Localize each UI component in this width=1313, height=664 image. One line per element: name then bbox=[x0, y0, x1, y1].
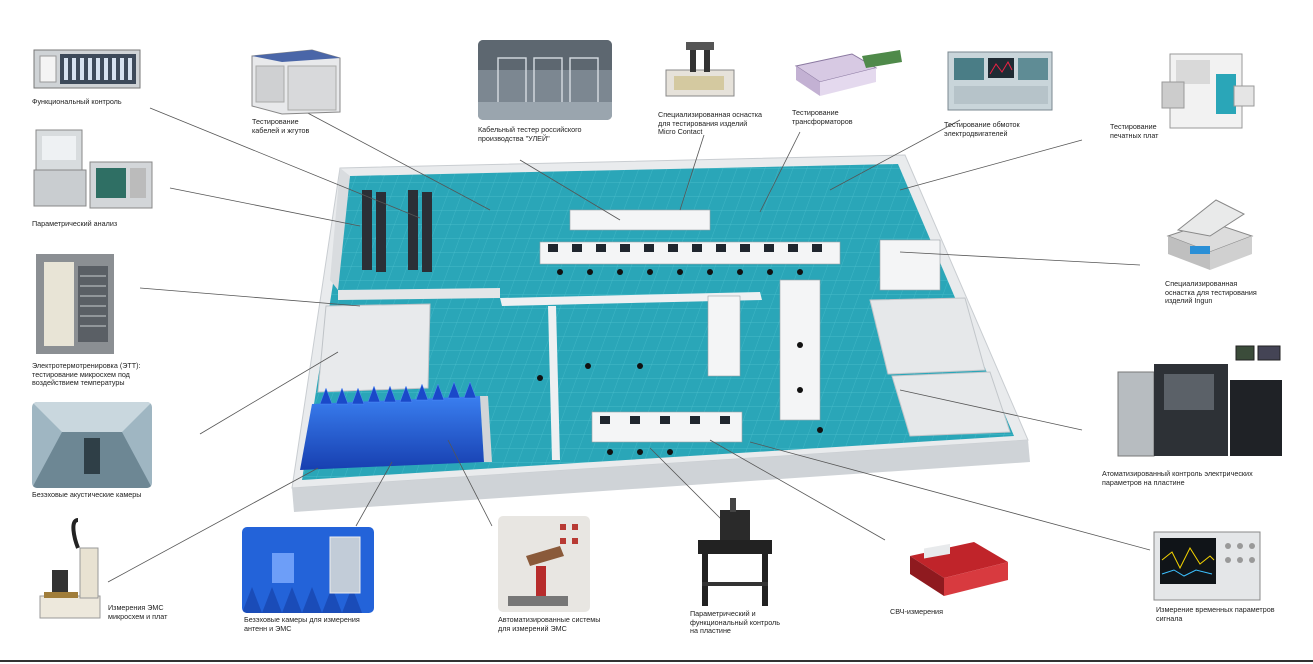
label-wafer-auto: Атоматизированный контроль электрических… bbox=[1102, 469, 1253, 487]
emc-chamber-wall bbox=[480, 396, 492, 462]
transformer-tester-icon bbox=[794, 50, 902, 96]
cable-tester-room-photo-icon bbox=[478, 40, 612, 120]
motor-winding-tester-icon bbox=[947, 51, 1053, 111]
label-emc-micro: Измерения ЭМС микросхем и плат bbox=[108, 603, 168, 621]
leader-lines bbox=[107, 107, 1151, 583]
acoustic-chamber-photo-icon bbox=[32, 402, 152, 488]
ett-chamber-icon bbox=[36, 254, 114, 354]
micro-contact-fixture-icon bbox=[665, 42, 735, 97]
top-left-room-wall bbox=[330, 168, 350, 290]
chairs bbox=[537, 269, 823, 455]
label-anechoic: Безэховые акустические камеры bbox=[32, 490, 142, 499]
label-emc-auto: Автоматизированные системы для измерений… bbox=[498, 615, 601, 633]
emc-chamber-floor bbox=[300, 396, 484, 470]
antenna-chamber-photo-icon bbox=[242, 527, 374, 613]
microwave-meter-icon bbox=[910, 542, 1008, 596]
wafer-auto-prober-icon bbox=[1117, 345, 1282, 457]
corridor-wall bbox=[338, 288, 500, 300]
label-microwave: СВЧ-измерения bbox=[890, 607, 943, 616]
wafer-probe-station-icon bbox=[698, 498, 772, 606]
label-func-control: Функциональный контроль bbox=[32, 97, 122, 106]
label-wafer-param: Параметрический и функциональный контрол… bbox=[690, 609, 780, 636]
oscilloscope-icon bbox=[1153, 531, 1261, 601]
label-timing: Измерение временных параметров сигнала bbox=[1156, 605, 1275, 623]
server-racks-left bbox=[362, 190, 432, 272]
func-control-instrument-icon bbox=[33, 49, 141, 89]
emc-auto-system-photo-icon bbox=[498, 516, 590, 612]
label-ett: Электротермотренировка (ЭТТ): тестирован… bbox=[32, 361, 141, 388]
partition-vertical bbox=[548, 306, 560, 460]
label-param-analysis: Параметрический анализ bbox=[32, 219, 118, 228]
chamber-absorbers bbox=[319, 381, 477, 405]
bottom-border bbox=[0, 660, 1313, 662]
label-cable-tester-ru: Кабельный тестер российского производств… bbox=[478, 125, 582, 143]
label-ingun: Специализированная оснастка для тестиров… bbox=[1165, 279, 1257, 306]
cable-tester-cabinet-icon bbox=[251, 49, 341, 115]
label-transformers: Тестирование трансформаторов bbox=[792, 108, 853, 126]
emc-probe-station-icon bbox=[39, 518, 101, 619]
ingun-fixture-icon bbox=[1166, 199, 1254, 270]
label-pcb-test: Тестирование печатных плат bbox=[1110, 122, 1159, 140]
outer-wall-front bbox=[292, 440, 1030, 512]
label-cable-test: Тестирование кабелей и жгутов bbox=[252, 117, 310, 135]
bench-monitors bbox=[548, 244, 822, 424]
right-room-1 bbox=[869, 297, 986, 375]
ett-room-floor bbox=[317, 303, 431, 393]
label-motor-windings: Тестирование обмоток электродвигателей bbox=[944, 120, 1020, 138]
param-analyzer-icon bbox=[33, 129, 153, 209]
partition-center bbox=[500, 292, 762, 306]
pcb-tester-icon bbox=[1161, 53, 1255, 129]
label-antenna-chambers: Безэховые камеры для измерения антенн и … bbox=[244, 615, 360, 633]
right-room-2 bbox=[891, 371, 1011, 437]
label-micro-contact: Специализированная оснастка для тестиров… bbox=[658, 110, 763, 137]
